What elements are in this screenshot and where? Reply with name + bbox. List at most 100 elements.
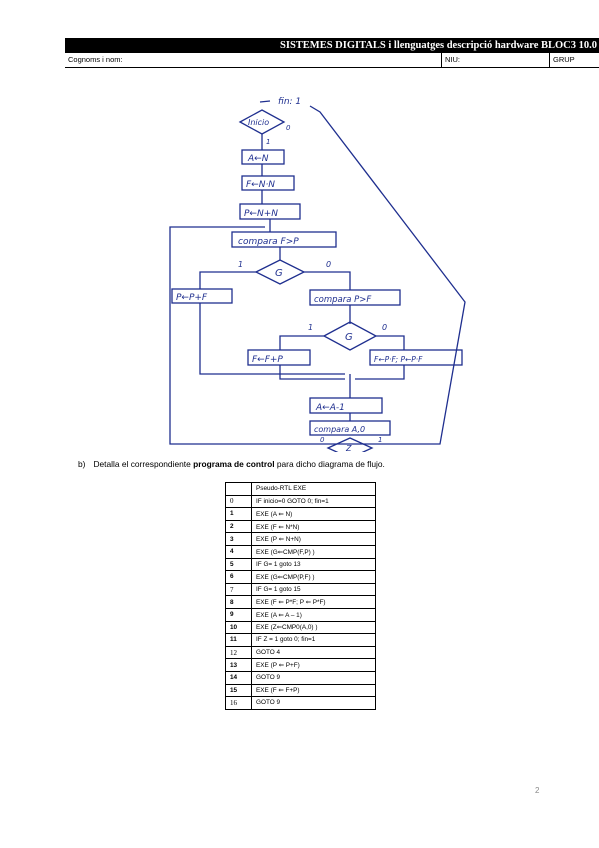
page-number: 2 bbox=[535, 786, 540, 795]
decision-g1-left: 1 bbox=[238, 260, 243, 269]
fin-label: fin: 1 bbox=[278, 97, 301, 107]
row-code: EXE (A ⇐ A – 1) bbox=[251, 607, 376, 622]
box-f-fp-label: F←F+P bbox=[252, 355, 283, 365]
decision-z bbox=[326, 437, 374, 452]
box-a-minus-1 bbox=[309, 397, 383, 414]
row-code: EXE (F ⇐ F+P) bbox=[251, 683, 376, 698]
row-number: 0 bbox=[225, 494, 252, 509]
row-number: 4 bbox=[225, 544, 252, 559]
row-code: EXE (G⇐CMP(P,F) ) bbox=[251, 570, 376, 584]
row-code: GOTO 4 bbox=[251, 645, 376, 660]
row-number: 12 bbox=[225, 645, 252, 660]
row-number: 9 bbox=[225, 607, 252, 622]
decision-g2-left: 1 bbox=[308, 323, 313, 332]
row-number: 16 bbox=[225, 696, 252, 710]
row-number: 7 bbox=[225, 582, 252, 597]
decision-g2-label: G bbox=[345, 332, 353, 343]
row-code: EXE (A ⇐ N) bbox=[251, 507, 376, 521]
box-f-nn bbox=[241, 175, 295, 191]
question-text-pre: Detalla el correspondiente bbox=[93, 459, 194, 469]
row-code: EXE (F ⇐ N*N) bbox=[251, 519, 376, 534]
box-p-pf-label: P←P+F bbox=[176, 293, 208, 303]
row-code: EXE (G⇐CMP(F,P) ) bbox=[251, 544, 376, 559]
start-yes-label: 1 bbox=[266, 138, 270, 146]
group-field-label: GRUP bbox=[549, 53, 599, 67]
question-label: b) bbox=[78, 459, 86, 469]
row-number: 13 bbox=[225, 658, 252, 672]
decision-g1-right: 0 bbox=[326, 260, 331, 269]
box-compara-fp bbox=[231, 231, 337, 248]
row-code: EXE (P ⇐ N+N) bbox=[251, 532, 376, 546]
row-code: EXE (Z⇐CMP0(A,0) ) bbox=[251, 620, 376, 635]
box-compara-a0-label: compara A,0 bbox=[314, 425, 365, 434]
table-header: Pseudo-RTL EXE bbox=[251, 482, 376, 496]
box-p-pf bbox=[171, 288, 233, 304]
start-label: Inicio bbox=[248, 118, 269, 127]
box-p-nn-label: P←N+N bbox=[244, 209, 278, 219]
row-code: EXE (F ⇐ P*F; P ⇐ P*F) bbox=[251, 595, 376, 609]
table-cell bbox=[225, 482, 252, 496]
box-a-n bbox=[241, 149, 285, 165]
decision-z-label: Z bbox=[345, 444, 352, 452]
row-code: IF Z = 1 goto 0; fin=1 bbox=[251, 633, 376, 647]
student-info-row: Cognoms i nom: NIU: GRUP bbox=[65, 53, 599, 68]
decision-z-left: 0 bbox=[320, 436, 325, 444]
row-code: GOTO 9 bbox=[251, 696, 376, 710]
row-number: 8 bbox=[225, 595, 252, 609]
row-code: IF inicio=0 GOTO 0; fin=1 bbox=[251, 494, 376, 509]
box-a-minus-1-label: A←A-1 bbox=[315, 403, 345, 413]
row-code: IF G= 1 goto 15 bbox=[251, 582, 376, 597]
box-f-pf-p-pf-label: F←P·F; P←P·F bbox=[374, 355, 423, 364]
row-number: 6 bbox=[225, 570, 252, 584]
name-field-label: Cognoms i nom: bbox=[68, 55, 123, 64]
box-compara-pf-label: compara P>F bbox=[314, 295, 371, 305]
row-code: IF G= 1 goto 13 bbox=[251, 557, 376, 572]
decision-z-right: 1 bbox=[378, 436, 382, 444]
decision-g1-label: G bbox=[275, 268, 283, 279]
row-code: EXE (P ⇐ P+F) bbox=[251, 658, 376, 672]
row-number: 5 bbox=[225, 557, 252, 572]
row-number: 1 bbox=[225, 507, 252, 521]
row-number: 10 bbox=[225, 620, 252, 635]
box-a-n-label: A←N bbox=[247, 154, 269, 164]
start-no-label: 0 bbox=[286, 124, 291, 132]
question-b: b) Detalla el correspondiente programa de… bbox=[78, 459, 385, 469]
question-text-post: para dicho diagrama de flujo. bbox=[274, 459, 385, 469]
question-text-bold: programa de control bbox=[193, 459, 275, 469]
box-f-pf-p-pf bbox=[369, 349, 463, 366]
decision-g2-right: 0 bbox=[382, 323, 387, 332]
flowchart: fin: 1 Inicio 0 1 A←N F←N·N P←N+N compar… bbox=[160, 92, 470, 452]
row-number: 14 bbox=[225, 670, 252, 685]
row-number: 15 bbox=[225, 683, 252, 698]
row-number: 11 bbox=[225, 633, 252, 647]
start-decision bbox=[238, 109, 286, 135]
box-compara-fp-label: compara F>P bbox=[238, 237, 299, 247]
box-compara-a0 bbox=[309, 420, 391, 436]
row-code: GOTO 9 bbox=[251, 670, 376, 685]
niu-field-label: NIU: bbox=[441, 53, 549, 67]
table-header-row: Pseudo-RTL EXE bbox=[225, 482, 376, 496]
document-header: SISTEMES DIGITALS i llenguatges descripc… bbox=[65, 38, 599, 53]
box-compara-pf bbox=[309, 289, 401, 306]
box-f-nn-label: F←N·N bbox=[246, 180, 275, 190]
box-f-fp bbox=[247, 349, 311, 366]
row-number: 3 bbox=[225, 532, 252, 546]
